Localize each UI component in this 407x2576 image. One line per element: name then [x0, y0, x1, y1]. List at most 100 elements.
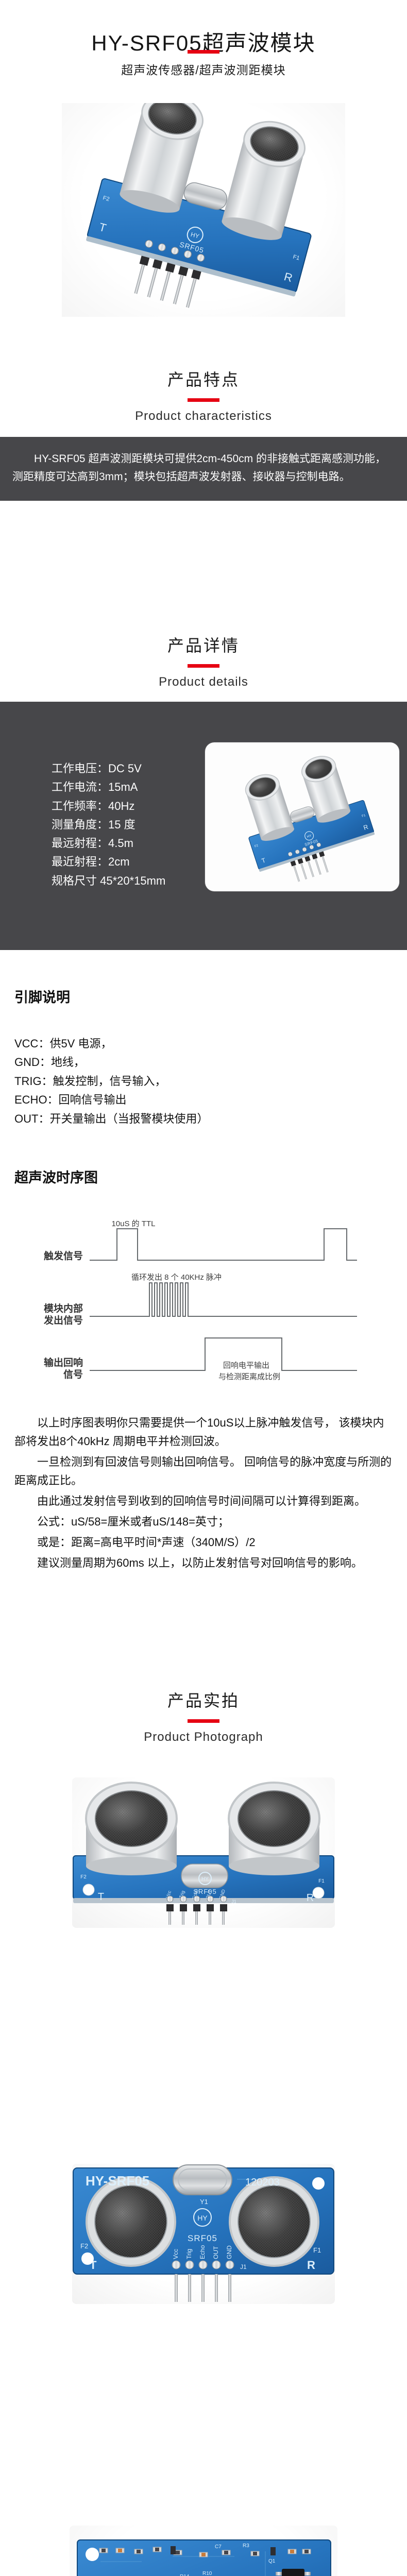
ref: R14 — [180, 2574, 190, 2576]
description-paragraph: 建议测量周期为60ms 以上，以防止发射信号对回响信号的影响。 — [37, 1556, 363, 1569]
transducer-left — [86, 2176, 176, 2267]
pin-list: VCC：供5V 电源， GND：地线， TRIG：触发控制，信号输入， ECHO… — [14, 1035, 208, 1128]
ref: C7 — [215, 2544, 222, 2550]
header-pins — [172, 2260, 234, 2302]
photo-front-view: HY SRF05 T R F2 F1 J1 Vcc Trig Echo OUT … — [72, 1777, 335, 1928]
section-photos-heading: 产品实拍 Product Photograph — [0, 1688, 407, 1744]
spec-list: 工作电压：DC 5V 工作电流：15mA 工作频率：40Hz 测量角度：15 度… — [52, 759, 165, 890]
echo-waveform — [90, 1337, 357, 1371]
back-view-illustration: LM324 U1 — [77, 2539, 331, 2576]
pin-item: OUT：开关量输出（当报警模块使用） — [14, 1112, 209, 1125]
f2-label: F2 — [80, 1874, 87, 1880]
section-title-en: Product characteristics — [135, 409, 272, 423]
spec-item: 规格尺寸 45*20*15mm — [52, 874, 166, 887]
r-label: R — [307, 1892, 314, 1904]
description-paragraph: 由此通过发射信号到收到的回响信号时间间隔可以计算得到距离。 — [37, 1495, 366, 1507]
f2-label: F2 — [80, 2242, 88, 2250]
hero-product-photo — [62, 103, 345, 317]
logo-text: HY — [201, 1876, 209, 1882]
description-paragraph: 一旦检测到有回波信号则输出回响信号。 回响信号的脉冲宽度与所测的距离成正比。 — [14, 1455, 392, 1487]
model-text: SRF05 — [193, 1888, 216, 1895]
f1-label: F1 — [318, 1878, 325, 1884]
ttl-pulse-label: 10uS 的 TTL — [111, 1219, 155, 1228]
pins-heading: 引脚说明 — [14, 990, 70, 1005]
pin-name: OUT — [212, 2246, 219, 2259]
pin-name: Vcc — [172, 2249, 179, 2259]
title-divider — [188, 50, 219, 54]
description-paragraph: 公式：uS/58=厘米或者uS/148=英寸； — [37, 1515, 229, 1528]
echo-row-label-2: 信号 — [63, 1368, 83, 1380]
r-label: R — [307, 2259, 315, 2272]
mounting-hole — [82, 1884, 95, 1896]
ref-designators: R7 R17 R14 R10 C7 R3 Q1 C5 C2 R9 R1 R2 — [180, 2543, 276, 2576]
section-title-zh: 产品详情 — [167, 636, 240, 655]
silkscreen: HY-SRF05 120203 Y1 HY SRF05 Vcc Trig Ech… — [80, 2173, 321, 2272]
ic-u2: U2 — [276, 2569, 311, 2576]
echo-note-1: 回响电平输出 — [223, 1361, 269, 1370]
transducer-left — [85, 1782, 178, 1875]
section-title-zh: 产品实拍 — [167, 1691, 240, 1710]
logo-model-text: SRF05 — [188, 2233, 217, 2243]
model-text: HY-SRF05 — [86, 2173, 149, 2189]
front-view-illustration: HY SRF05 T R F2 F1 J1 Vcc Trig Echo OUT … — [73, 1782, 334, 1925]
echo-row-label-1: 输出回响 — [44, 1357, 83, 1368]
spec-item: 工作频率：40Hz — [52, 799, 135, 812]
header-pins — [166, 1895, 227, 1925]
section-title-en: Product details — [159, 675, 248, 689]
y1-label: Y1 — [200, 2198, 208, 2206]
trigger-row-label: 触发信号 — [44, 1250, 83, 1262]
burst-label: 循环发出 8 个 40KHz 脉冲 — [131, 1273, 222, 1282]
pin-name: Echo — [199, 2245, 206, 2259]
timing-heading: 超声波时序图 — [14, 1170, 98, 1185]
details-panel: 工作电压：DC 5V 工作电流：15mA 工作频率：40Hz 测量角度：15 度… — [0, 702, 407, 950]
f1-label: F1 — [313, 2246, 321, 2254]
timing-description: 以上时序图表明你只需要提供一个10uS以上脉冲触发信号， 该模块内部将发出8个4… — [14, 1414, 393, 1574]
silkscreen: HY SRF05 T R F2 F1 J1 Vcc Trig Echo OUT … — [80, 1872, 325, 1904]
spec-item: 最远射程：4.5m — [52, 837, 133, 850]
mounting-hole — [312, 1887, 325, 1899]
photo-back-view: LM324 U1 — [70, 2526, 337, 2576]
batch-text: 120203 — [245, 2177, 280, 2188]
echo-note-2: 与检测距离成比例 — [218, 1372, 280, 1381]
spec-product-photo-card — [205, 742, 399, 891]
ref: Q1 — [268, 2558, 276, 2564]
page-subtitle: 超声波传感器/超声波测距模块 — [121, 63, 286, 77]
internal-row-label-1: 模块内部 — [44, 1302, 83, 1314]
ref: R10 — [202, 2571, 212, 2576]
pin-name: GND — [226, 2245, 233, 2259]
timing-diagram: 10uS 的 TTL 触发信号 循环发出 8 个 40KHz 脉冲 模块内部 发… — [43, 1219, 357, 1381]
pin-name: Trig — [185, 2249, 193, 2259]
description-paragraph: 以上时序图表明你只需要提供一个10uS以上脉冲触发信号， 该模块内部将发出8个4… — [14, 1416, 384, 1448]
crystal-oscillator — [173, 2164, 232, 2195]
smd-components — [99, 2546, 311, 2557]
section-features-heading: 产品特点 Product characteristics — [0, 367, 407, 423]
internal-burst-waveform — [90, 1282, 357, 1317]
section-divider — [188, 398, 219, 402]
crystal-oscillator — [181, 1863, 228, 1888]
spec-item: 最近射程：2cm — [52, 855, 130, 869]
trigger-waveform — [90, 1228, 357, 1261]
t-label: T — [98, 1891, 104, 1903]
description-paragraph: 或是：距离=高电平时间*声速（340M/S）/2 — [37, 1536, 256, 1549]
internal-row-label-2: 发出信号 — [43, 1314, 83, 1326]
mounting-hole — [86, 2548, 99, 2561]
section-divider — [188, 1719, 219, 1723]
spec-item: 工作电压：DC 5V — [52, 762, 142, 775]
logo-text: HY — [197, 2214, 208, 2222]
features-text: HY-SRF05 超声波测距模块可提供2cm-450cm 的非接触式距离感测功能… — [12, 453, 386, 483]
pin-item: TRIG：触发控制，信号输入， — [14, 1074, 166, 1088]
pcb-edge — [73, 1898, 334, 1903]
spec-item: 工作电流：15mA — [52, 781, 138, 794]
pin-item: GND：地线， — [14, 1056, 85, 1069]
transducer-right — [229, 2176, 319, 2267]
j1-label: J1 — [240, 2263, 247, 2270]
transducer-right — [228, 1782, 320, 1875]
section-details-heading: 产品详情 Product details — [0, 633, 407, 689]
ref: R3 — [243, 2543, 249, 2549]
j1-label: J1 — [231, 1899, 236, 1904]
pin-item: ECHO：回响信号输出 — [14, 1093, 127, 1107]
top-view-illustration: HY-SRF05 120203 Y1 HY SRF05 Vcc Trig Ech… — [73, 2164, 334, 2302]
section-title-zh: 产品特点 — [167, 370, 240, 389]
hero-module-illustration — [75, 103, 338, 317]
